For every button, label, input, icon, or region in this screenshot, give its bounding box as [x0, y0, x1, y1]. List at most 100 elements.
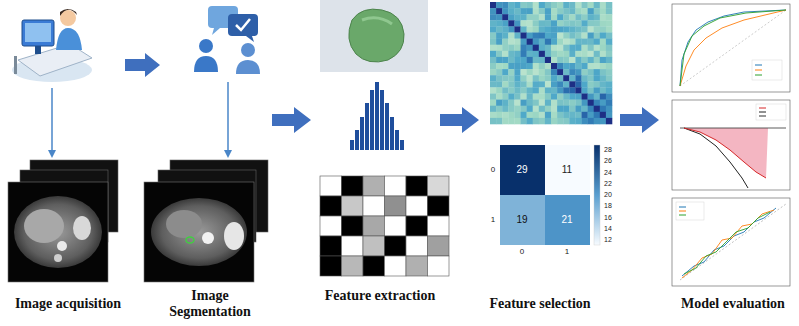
- heatmap-cell: [508, 81, 514, 87]
- heatmap-cell: [527, 94, 533, 100]
- heatmap-cell: [539, 106, 545, 112]
- heatmap-cell: [545, 118, 551, 124]
- heatmap-cell: [490, 14, 496, 20]
- heatmap-cell: [551, 87, 557, 93]
- heatmap-cell: [527, 81, 533, 87]
- heatmap-cell: [545, 57, 551, 63]
- axis-tick: 0: [517, 248, 527, 256]
- texture-matrix: [320, 176, 449, 276]
- heatmap-cell: [588, 8, 594, 14]
- heatmap-cell: [575, 81, 581, 87]
- colorbar-tick: 12: [602, 236, 614, 243]
- heatmap-cell: [521, 45, 527, 51]
- heatmap-cell: [557, 14, 563, 20]
- heatmap-cell: [490, 33, 496, 39]
- heatmap-cell: [563, 8, 569, 14]
- heatmap-cell: [527, 75, 533, 81]
- axis-tick: 1: [488, 216, 498, 224]
- heatmap-cell: [569, 63, 575, 69]
- heatmap-cell: [575, 33, 581, 39]
- heatmap-cell: [533, 112, 539, 118]
- heatmap-cell: [545, 33, 551, 39]
- matrix-count: 11: [552, 165, 582, 175]
- heatmap-cell: [563, 87, 569, 93]
- heatmap-cell: [600, 8, 606, 14]
- heatmap-cell: [514, 57, 520, 63]
- heatmap-cell: [557, 106, 563, 112]
- heatmap-cell: [606, 57, 612, 63]
- heatmap-cell: [563, 39, 569, 45]
- heatmap-cell: [539, 69, 545, 75]
- heatmap-cell: [600, 14, 606, 20]
- stage-label: Image Segmentation: [150, 288, 270, 320]
- heatmap-cell: [600, 106, 606, 112]
- heatmap-cell: [496, 100, 502, 106]
- heatmap-cell: [569, 20, 575, 26]
- heatmap-cell: [551, 33, 557, 39]
- heatmap-cell: [557, 69, 563, 75]
- heatmap-cell: [539, 2, 545, 8]
- heatmap-cell: [588, 112, 594, 118]
- heatmap-cell: [575, 87, 581, 93]
- heatmap-cell: [533, 2, 539, 8]
- heatmap-cell: [508, 8, 514, 14]
- heatmap-cell: [508, 45, 514, 51]
- heatmap-cell: [606, 33, 612, 39]
- heatmap-cell: [539, 33, 545, 39]
- heatmap-cell: [502, 106, 508, 112]
- heatmap-cell: [490, 100, 496, 106]
- heatmap-cell: [594, 63, 600, 69]
- heatmap-cell: [606, 118, 612, 124]
- heatmap-cell: [563, 14, 569, 20]
- heatmap-cell: [600, 100, 606, 106]
- heatmap-cell: [575, 57, 581, 63]
- decision-curve-plot: [672, 100, 790, 190]
- colorbar-tick: 20: [602, 191, 614, 198]
- block-arrow: [272, 107, 311, 133]
- heatmap-cell: [521, 20, 527, 26]
- heatmap-cell: [502, 2, 508, 8]
- heatmap-cell: [496, 118, 502, 124]
- heatmap-cell: [594, 75, 600, 81]
- texture-cell: [406, 236, 428, 256]
- heatmap-cell: [508, 75, 514, 81]
- heatmap-cell: [551, 94, 557, 100]
- heatmap-cell: [545, 51, 551, 57]
- heatmap-cell: [490, 26, 496, 32]
- heatmap-cell: [594, 20, 600, 26]
- heatmap-cell: [533, 39, 539, 45]
- heatmap-cell: [539, 57, 545, 63]
- heatmap-cell: [588, 2, 594, 8]
- texture-cell: [428, 176, 450, 196]
- stage-label: Image acquisition: [4, 296, 132, 312]
- heatmap-cell: [496, 57, 502, 63]
- heatmap-cell: [490, 45, 496, 51]
- heatmap-cell: [575, 100, 581, 106]
- heatmap-cell: [539, 112, 545, 118]
- heatmap-cell: [551, 112, 557, 118]
- heatmap-cell: [539, 87, 545, 93]
- heatmap-cell: [514, 81, 520, 87]
- heatmap-cell: [582, 118, 588, 124]
- heatmap-cell: [521, 118, 527, 124]
- heatmap-cell: [545, 14, 551, 20]
- heatmap-cell: [551, 100, 557, 106]
- heatmap-cell: [521, 69, 527, 75]
- heatmap-cell: [594, 69, 600, 75]
- heatmap-cell: [490, 106, 496, 112]
- heatmap-cell: [496, 39, 502, 45]
- heatmap-cell: [508, 106, 514, 112]
- texture-cell: [363, 176, 385, 196]
- correlation-heatmap: [490, 2, 612, 124]
- heatmap-cell: [557, 112, 563, 118]
- heatmap-cell: [575, 75, 581, 81]
- heatmap-cell: [490, 75, 496, 81]
- colorbar-tick: 18: [602, 202, 614, 209]
- heatmap-cell: [514, 112, 520, 118]
- heatmap-cell: [557, 20, 563, 26]
- heatmap-cell: [600, 63, 606, 69]
- heatmap-cell: [490, 51, 496, 57]
- heatmap-cell: [557, 39, 563, 45]
- block-arrow: [125, 53, 160, 77]
- heatmap-cell: [588, 20, 594, 26]
